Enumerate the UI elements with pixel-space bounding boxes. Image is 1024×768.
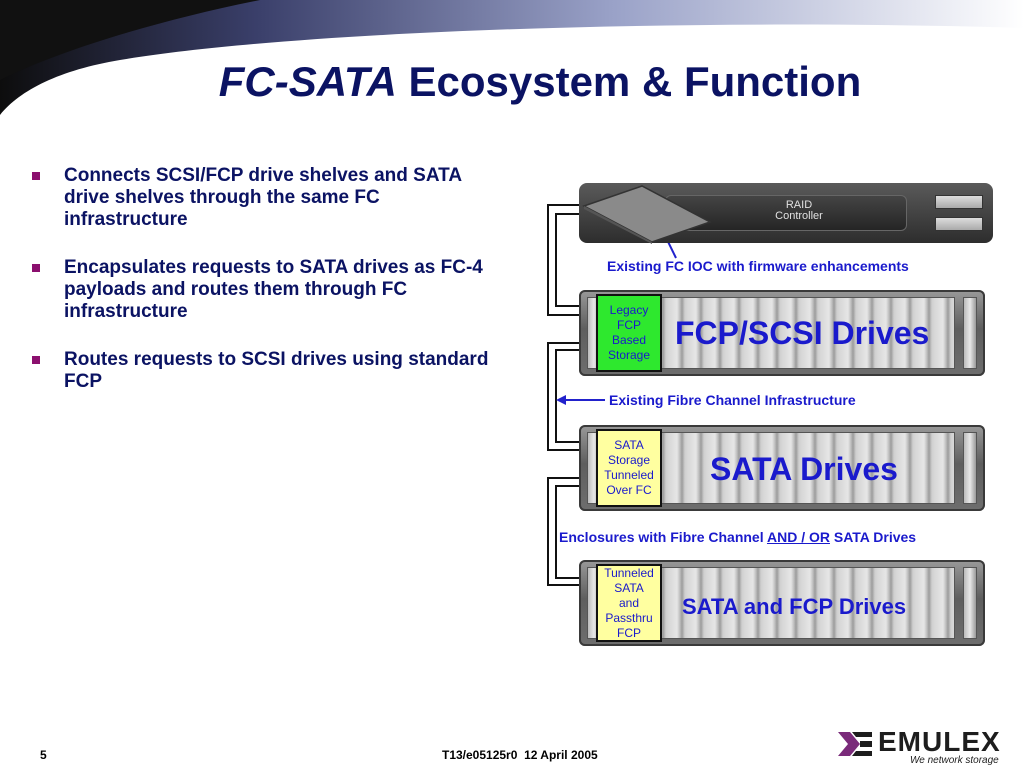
shelf-sata: SATA Storage Tunneled Over FC	[579, 425, 985, 511]
raid-button	[935, 195, 983, 209]
header-swoosh	[0, 0, 1024, 115]
raid-slot	[665, 195, 907, 231]
caption-fabric: Existing Fibre Channel Infrastructure	[609, 392, 856, 408]
shelf-fcp-scsi: Legacy FCP Based Storage	[579, 290, 985, 376]
emulex-logo: EMULEX We network storage	[836, 722, 1016, 768]
raid-button	[935, 217, 983, 231]
page-number: 5	[40, 748, 47, 762]
bullet-square-icon	[32, 356, 40, 364]
shelf-label-box: Tunneled SATA and Passthru FCP	[596, 564, 662, 642]
shelf-sata-fcp: Tunneled SATA and Passthru FCP	[579, 560, 985, 646]
title-rest: Ecosystem & Function	[408, 58, 862, 105]
rack-handle	[963, 432, 977, 504]
shelf-title: FCP/SCSI Drives	[675, 315, 930, 351]
bullet-item: Routes requests to SCSI drives using sta…	[30, 349, 490, 393]
doc-reference: T13/e05125r0 12 April 2005	[442, 748, 598, 762]
raid-label: RAID Controller	[775, 199, 823, 222]
title-italic: FC-SATA	[218, 58, 397, 105]
shelf-title: SATA and FCP Drives	[682, 594, 907, 619]
bullet-list: Connects SCSI/FCP drive shelves and SATA…	[30, 165, 490, 419]
bullet-item: Connects SCSI/FCP drive shelves and SATA…	[30, 165, 490, 231]
rack-handle	[963, 567, 977, 639]
shelf-label-box: SATA Storage Tunneled Over FC	[596, 429, 662, 507]
caption-ioc: Existing FC IOC with firmware enhancemen…	[607, 258, 909, 274]
drive-bays	[649, 297, 955, 369]
bullet-square-icon	[32, 172, 40, 180]
caption-enclosures: Enclosures with Fibre Channel AND / OR S…	[559, 529, 917, 545]
logo-name: EMULEX	[878, 726, 1001, 757]
ioc-card	[582, 185, 712, 244]
shelf-title: SATA Drives	[710, 451, 898, 487]
logo-tagline: We network storage	[910, 755, 999, 766]
emulex-mark-icon	[838, 732, 872, 756]
shelf-label-box: Legacy FCP Based Storage	[596, 294, 662, 372]
drive-bays	[649, 432, 955, 504]
slide-title: FC-SATA Ecosystem & Function	[0, 58, 1024, 106]
drive-bays	[649, 567, 955, 639]
rack-handle	[963, 297, 977, 369]
bullet-item: Encapsulates requests to SATA drives as …	[30, 257, 490, 323]
bullet-square-icon	[32, 264, 40, 272]
